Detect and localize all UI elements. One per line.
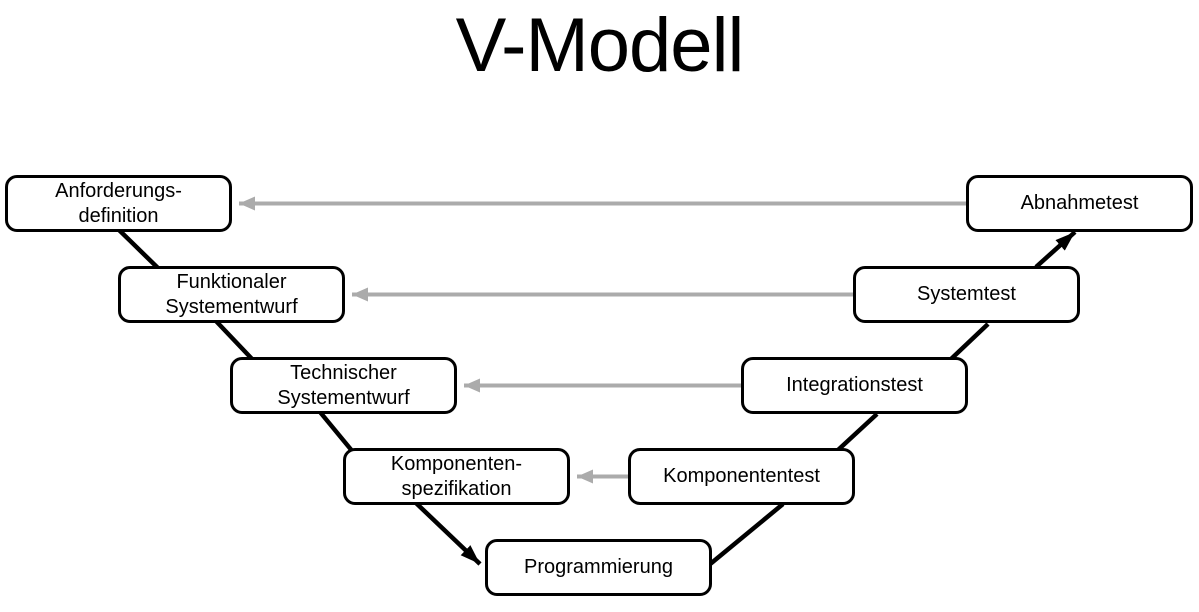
node-label: Abnahmetest <box>1020 192 1139 214</box>
node-technischer-systementwurf: Technischer Systementwurf <box>230 357 457 414</box>
node-anforderungsdefinition: Anforderungs- definition <box>5 175 232 232</box>
node-komponentenspezifikation: Komponenten- spezifikation <box>343 448 570 505</box>
node-label: Funktionaler Systementwurf <box>165 270 298 318</box>
edge-programmierung-to-komponententest <box>707 502 785 567</box>
edge-anforderung-to-funktional <box>116 227 162 272</box>
node-abnahmetest: Abnahmetest <box>966 175 1193 232</box>
node-label: Systemtest <box>917 283 1016 305</box>
node-systemtest: Systemtest <box>853 266 1080 323</box>
node-label: Komponententest <box>663 465 820 487</box>
node-label: Programmierung <box>524 556 673 578</box>
edge-systemtest-to-abnahmetest <box>1034 230 1077 269</box>
edge-komponenten-to-programmierung <box>414 501 482 566</box>
edge-komponententest-to-integrationstest <box>836 412 879 452</box>
node-label: Integrationstest <box>786 374 923 396</box>
node-label: Komponenten- spezifikation <box>390 452 523 500</box>
node-label: Technischer Systementwurf <box>277 361 410 409</box>
edge-integrationstest-to-systemtest <box>948 322 990 362</box>
node-integrationstest: Integrationstest <box>741 357 968 414</box>
edge-funktional-to-technisch <box>213 318 255 362</box>
page-title: V-Modell <box>455 3 745 88</box>
edge-technisch-to-komponenten <box>318 410 355 454</box>
node-komponententest: Komponententest <box>628 448 855 505</box>
node-funktionaler-systementwurf: Funktionaler Systementwurf <box>118 266 345 323</box>
node-label: Anforderungs- definition <box>55 179 182 227</box>
node-programmierung: Programmierung <box>485 539 712 596</box>
